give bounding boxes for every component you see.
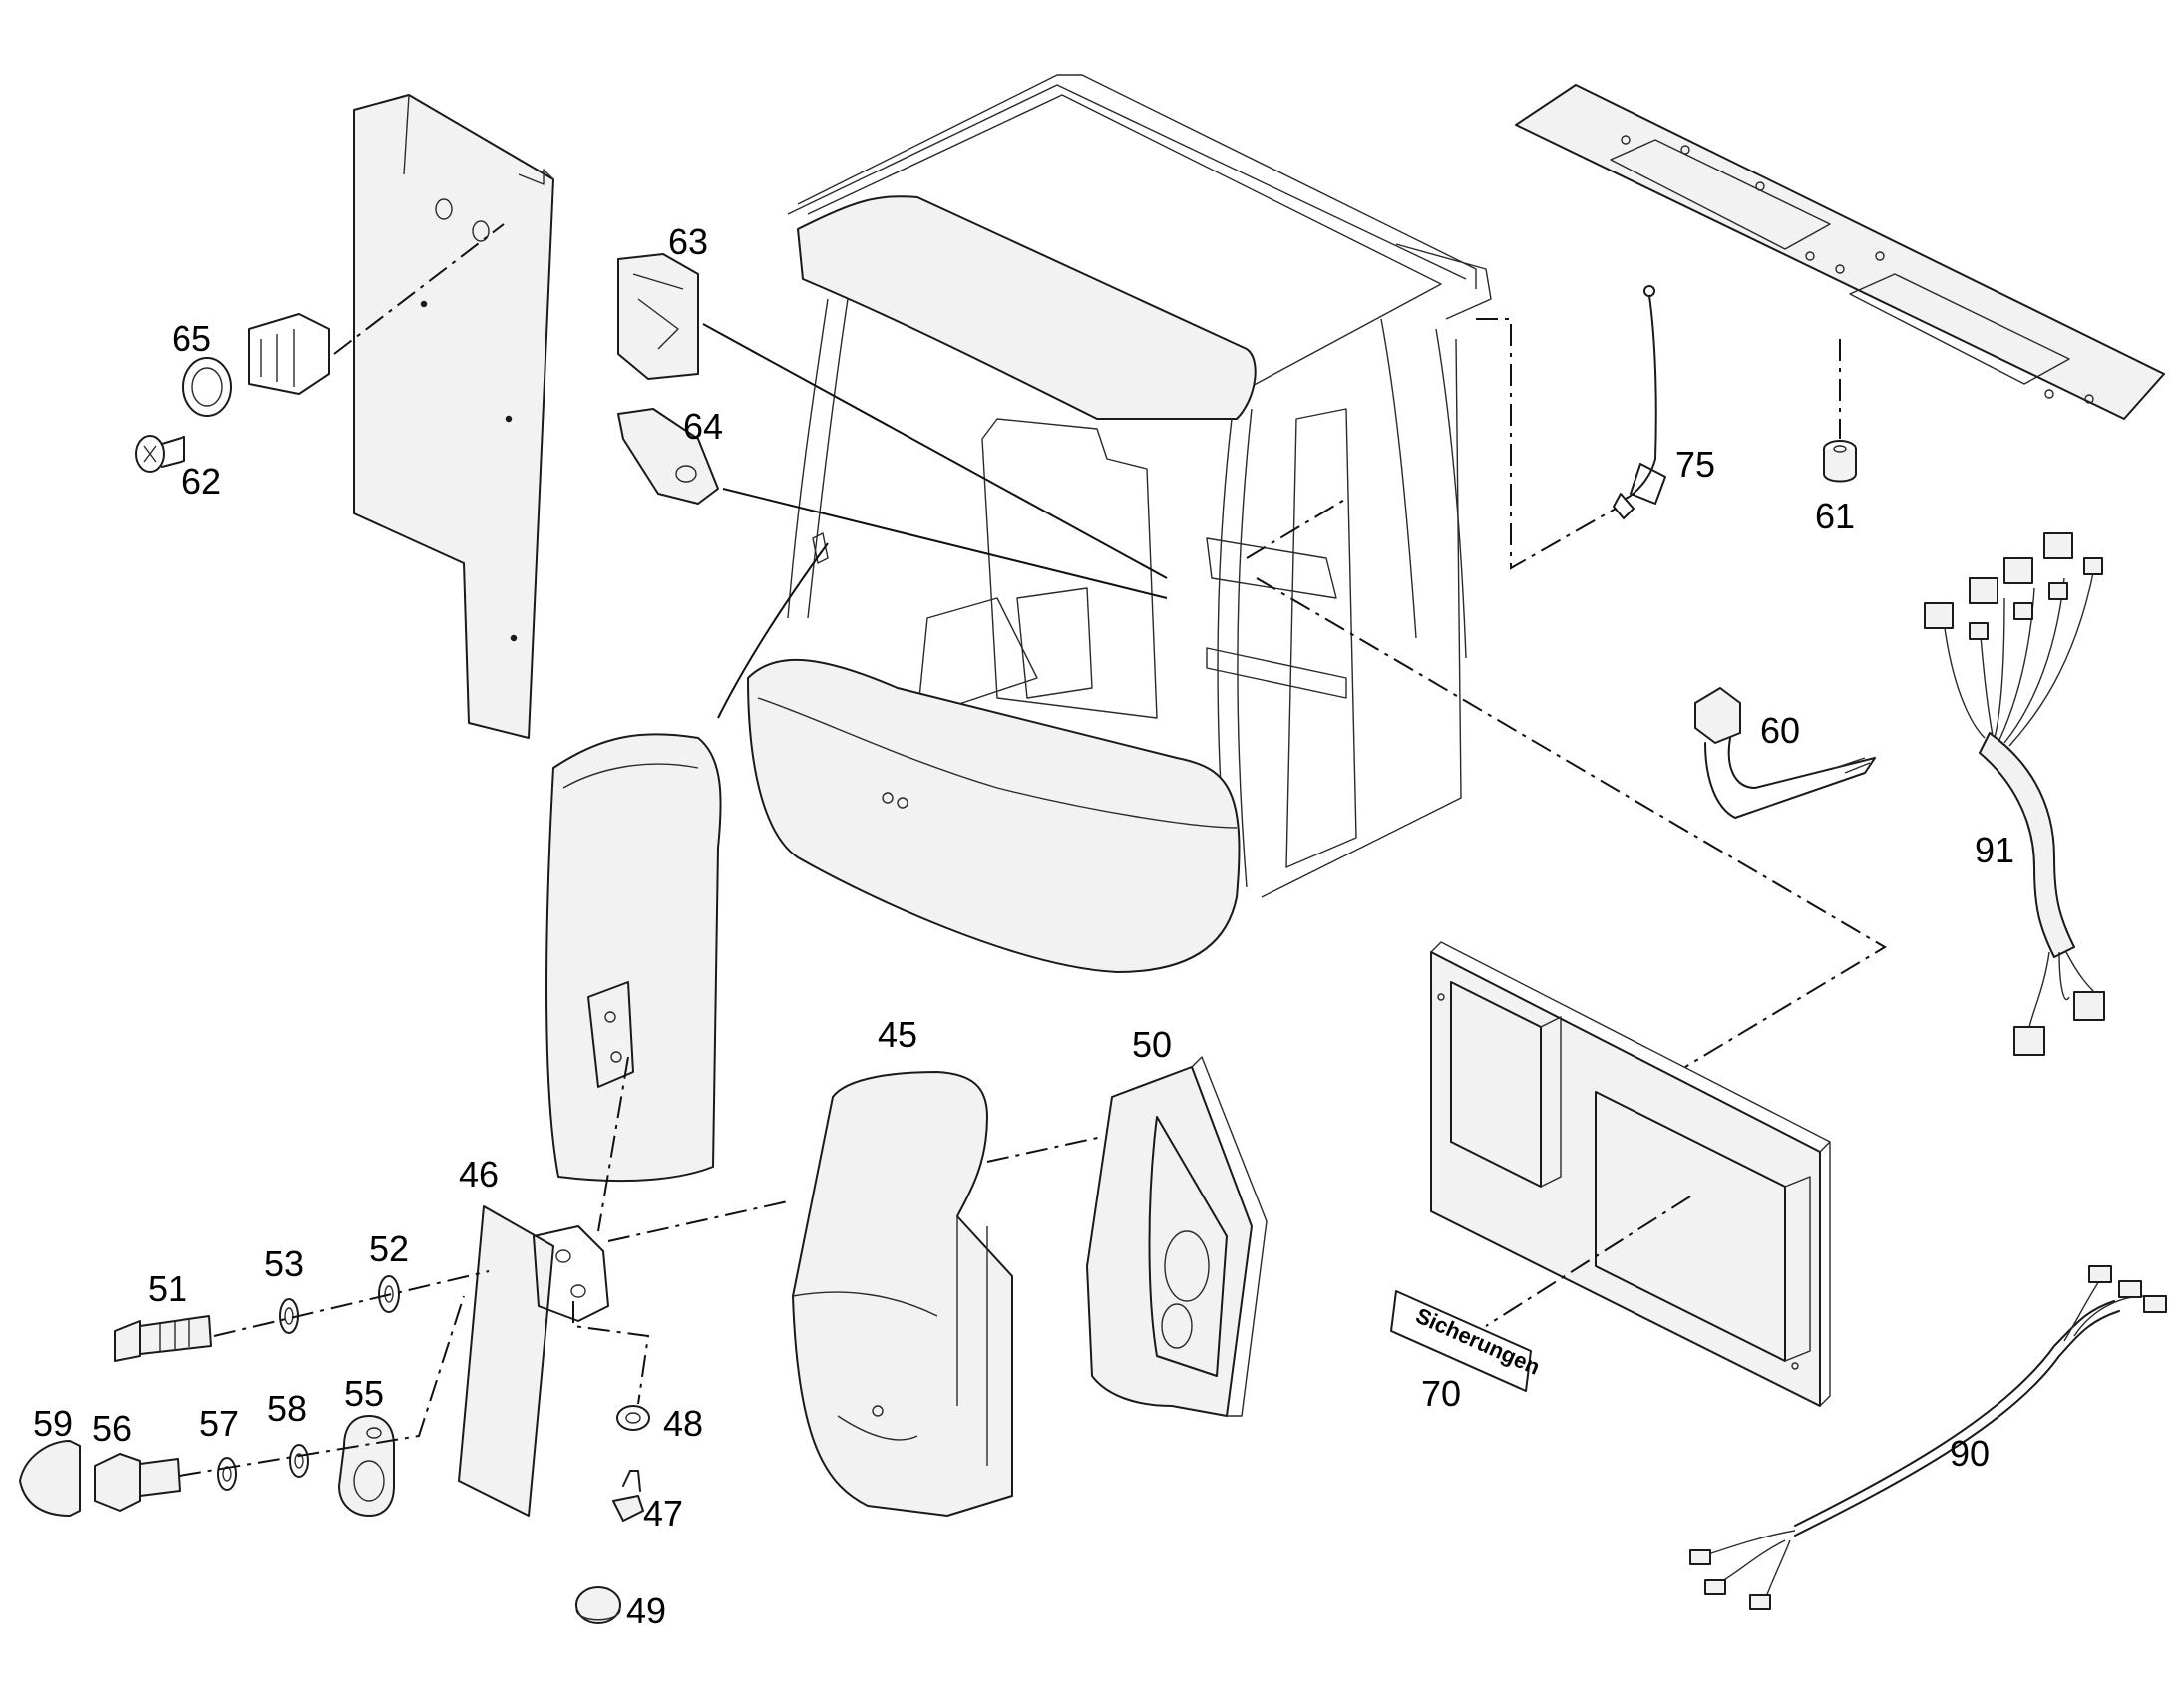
part-75-antenna — [1613, 285, 1666, 519]
label-52: 52 — [369, 1228, 409, 1269]
label-64: 64 — [683, 406, 723, 447]
cab-body — [747, 74, 1492, 973]
label-62: 62 — [182, 461, 221, 502]
part-60-strap — [1694, 687, 1876, 819]
part-62-screw — [135, 435, 185, 473]
part-49-cap — [575, 1586, 621, 1624]
label-53: 53 — [264, 1243, 304, 1284]
part-63-clip — [617, 253, 699, 380]
armrest-column — [545, 733, 722, 1183]
part-47-screw — [612, 1470, 644, 1522]
part-57-washer — [217, 1457, 237, 1491]
label-59: 59 — [33, 1403, 73, 1444]
label-plate-text: Sicherungen — [1412, 1303, 1544, 1380]
part-48-grommet — [616, 1405, 650, 1431]
part-52-washer — [378, 1275, 400, 1313]
label-48: 48 — [663, 1403, 703, 1444]
part-56-bolt — [94, 1453, 181, 1512]
label-55: 55 — [344, 1373, 384, 1414]
top-right-mounting-plate — [1515, 84, 2165, 420]
label-61: 61 — [1815, 496, 1855, 536]
label-65: 65 — [172, 318, 211, 359]
part-58-washer — [289, 1444, 309, 1478]
part-51-bolt — [114, 1315, 212, 1362]
label-47: 47 — [643, 1493, 683, 1534]
label-50: 50 — [1132, 1024, 1172, 1065]
part-61-spacer — [1823, 440, 1857, 483]
fuse-panel — [1430, 941, 1831, 1407]
label-63: 63 — [668, 221, 708, 262]
part-70-label-plate: Sicherungen — [1390, 1290, 1544, 1392]
label-58: 58 — [267, 1388, 307, 1429]
part-50-display-unit — [1086, 1056, 1268, 1417]
part-45-display-housing — [792, 1071, 1013, 1517]
label-45: 45 — [878, 1014, 917, 1055]
left-side-panel — [353, 94, 554, 739]
part-59-cap — [19, 1440, 81, 1517]
label-49: 49 — [626, 1590, 666, 1631]
part-55-clamp — [338, 1415, 395, 1517]
label-75: 75 — [1675, 444, 1715, 485]
part-65-socket — [182, 313, 330, 417]
label-56: 56 — [92, 1408, 132, 1449]
part-64-bracket — [617, 408, 719, 505]
part-number-labels: 45 46 47 48 49 50 51 52 53 55 56 57 58 5… — [33, 221, 2014, 1631]
part-46-mounting-plate — [458, 1205, 609, 1517]
leader-lines — [179, 223, 1887, 1477]
label-70: 70 — [1421, 1373, 1461, 1414]
part-91-wire-harness — [1924, 532, 2105, 1056]
label-51: 51 — [148, 1268, 187, 1309]
label-60: 60 — [1760, 710, 1800, 751]
label-57: 57 — [199, 1403, 239, 1444]
label-90: 90 — [1950, 1433, 1990, 1474]
part-90-cable — [1689, 1265, 2167, 1610]
label-91: 91 — [1975, 830, 2014, 870]
label-46: 46 — [459, 1154, 499, 1195]
